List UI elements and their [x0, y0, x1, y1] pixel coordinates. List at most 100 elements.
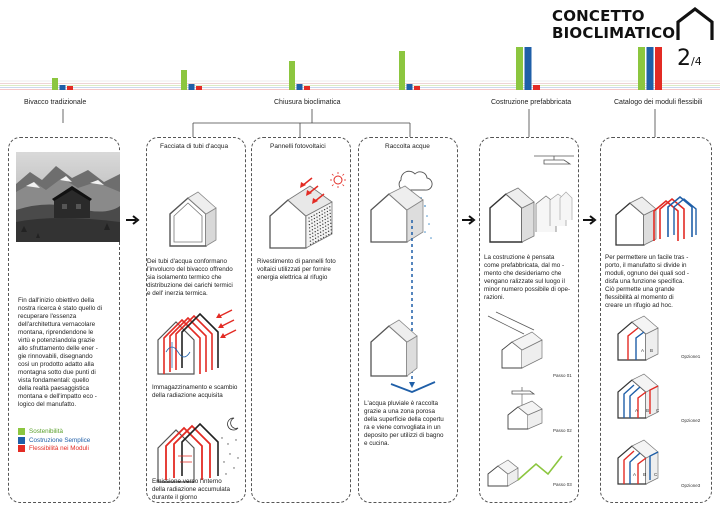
legend-swatch-red	[18, 445, 25, 452]
pv-cell	[316, 219, 318, 222]
bivacco-photo	[16, 152, 120, 242]
pv-cell	[317, 229, 319, 231]
pv-cell	[327, 227, 330, 229]
pv-cell	[319, 224, 321, 227]
pv-cell	[324, 215, 326, 217]
stage-label-prefabbricata: Costruzione prefabbricata	[491, 99, 572, 106]
legend-label: Flessibilità nei Moduli	[29, 445, 89, 452]
night-emission-diagram	[157, 417, 239, 483]
legend-item-flessibilita: Flessibilità nei Moduli	[18, 445, 90, 452]
emission-desc-line: della radiazione accumulata	[152, 486, 231, 493]
pv-cell	[308, 220, 310, 222]
pannelli-desc-line: energia elettrica al rifugio	[257, 274, 328, 281]
chart-bar	[188, 84, 195, 90]
page-total: /4	[691, 55, 702, 68]
pv-cell	[314, 231, 316, 233]
pv-cell	[326, 207, 328, 209]
costruzione-desc-line: minor numero possibile di ope-	[484, 286, 571, 293]
pv-cell	[319, 218, 321, 220]
module-letter: B	[643, 472, 647, 477]
chart-bar	[304, 86, 310, 90]
bivacco-desc-line: montagna sotto due punti di	[18, 369, 96, 376]
costruzione-desc-line: come prefabbricata, dal mo -	[484, 262, 565, 269]
legend-label: Costruzione Semplice	[29, 436, 91, 444]
page-title: CONCETTO BIOCLIMATICO	[552, 8, 675, 42]
legend-item-sostenibilita: Sostenibilità	[18, 428, 90, 435]
pv-cell	[324, 218, 326, 221]
pv-cell	[322, 226, 324, 229]
pv-cell	[317, 232, 319, 235]
bivacco-desc-line: dell'architettura vernacolare	[18, 321, 96, 328]
bivacco-desc-line: recuperare l'essenza	[18, 313, 77, 320]
catalogo-desc-line: moduli, ognuno dei quali sod -	[605, 270, 690, 277]
chart-bar	[196, 86, 202, 90]
chart-bar	[67, 86, 73, 90]
stage-label-chiusura: Chiusura bioclimatica	[274, 99, 341, 106]
emission-desc-line: durante il giorno	[152, 494, 198, 501]
pv-cell	[309, 243, 312, 246]
pv-cell	[308, 227, 311, 229]
option-caption: Opzione3	[681, 483, 701, 488]
catalogo-description: Per permettere un facile tras - porto, i…	[605, 254, 711, 310]
catalogo-desc-line: creare un rifugio ad hoc.	[605, 302, 673, 309]
legend-swatch-blue	[18, 436, 25, 444]
raccolta-desc-line: grazie a una zona porosa	[364, 408, 436, 415]
facciata-desc-line: Dei tubi d'acqua conformano	[147, 258, 227, 265]
pv-cell	[312, 235, 314, 238]
chart-bar	[399, 51, 405, 90]
catalogo-desc-line: Ciò permette una grande	[605, 286, 675, 293]
pv-cell	[319, 231, 322, 233]
pannelli-description: Rivestimento di pannelli foto voltaici u…	[257, 258, 351, 282]
pv-cell	[327, 230, 330, 232]
chart-bar	[59, 85, 66, 90]
pv-cell	[328, 233, 330, 236]
pv-cell	[327, 217, 329, 219]
pv-cell	[330, 225, 332, 228]
chart-bars	[52, 47, 662, 90]
pv-cell	[326, 214, 329, 216]
pv-cell	[325, 235, 327, 237]
catalogo-desc-line: flessibilità al momento di	[605, 294, 674, 301]
pv-cell	[313, 214, 315, 216]
chart-bar	[638, 47, 645, 90]
costruzione-desc-line: mento che desideriamo che	[484, 270, 562, 277]
pv-cell	[318, 215, 321, 217]
pv-cell	[325, 228, 327, 231]
bivacco-desc-line: vista fondamentali: quello	[18, 377, 90, 384]
stage-label-bivacco: Bivacco tradizionale	[24, 99, 87, 106]
pv-cell	[329, 206, 331, 208]
bivacco-desc-line: della realtà paesaggistica	[18, 385, 90, 392]
costruzione-description: La costruzione è pensata come prefabbric…	[484, 254, 578, 302]
pv-cell	[317, 236, 319, 238]
pv-cell	[330, 229, 332, 231]
panel-catalogo	[600, 137, 712, 503]
pv-cell	[310, 215, 313, 218]
pannelli-desc-line: voltaici utilizzati per fornire	[257, 266, 331, 273]
step-caption: Passo 02	[553, 428, 572, 433]
pv-cell	[329, 212, 331, 215]
pv-cell	[327, 220, 329, 223]
pv-cell	[314, 227, 316, 230]
pv-cell	[309, 233, 311, 236]
module-letter: B	[650, 348, 654, 353]
module-letter: B	[646, 408, 650, 413]
pv-cells	[308, 206, 333, 246]
timeline-bar-chart	[0, 47, 720, 90]
pv-cell	[312, 239, 314, 241]
pv-cell	[322, 230, 324, 232]
pv-cell	[311, 225, 313, 228]
raccolta-desc-line: deposito per utilizzi di bagno	[364, 432, 444, 439]
option-1-diagram	[617, 315, 659, 361]
option-3-diagram	[617, 439, 659, 485]
bivacco-description: Fin dall'inizio obiettivo della nostra r…	[18, 297, 118, 409]
emission-desc-line: Emissione verso l'interno	[152, 478, 222, 485]
pv-cell	[322, 236, 325, 239]
thermal-storage-diagram	[157, 309, 237, 375]
house-plain-icon	[169, 191, 217, 247]
bivacco-desc-line: gie rinnovabili, disegnando	[18, 353, 93, 360]
facciata-desc-line: e dell' inerzia termica.	[147, 290, 208, 297]
pv-cell	[319, 221, 321, 223]
pv-cell	[329, 209, 331, 211]
pv-cell	[309, 230, 311, 232]
pv-cell	[323, 208, 326, 211]
